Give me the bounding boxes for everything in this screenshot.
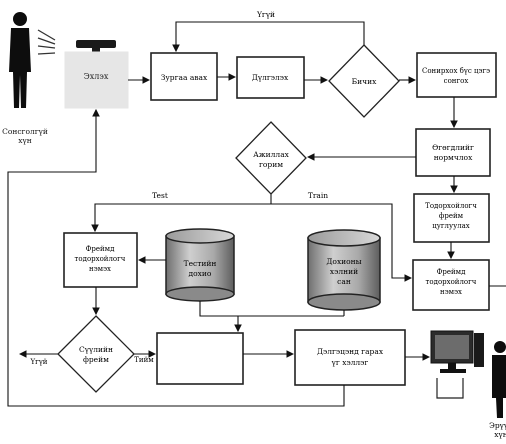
sign-db-line2: хэлний — [330, 267, 358, 276]
add-frame-features-left-box — [63, 232, 138, 288]
kinect-sensor-icon — [76, 40, 116, 52]
last-frame-line2: фрейм — [83, 355, 109, 364]
sign-db-line3: сан — [337, 277, 351, 286]
select-object-label-line2: сонгох — [444, 77, 469, 85]
test-db-line2: дохио — [189, 269, 212, 278]
edge-label-yes: Тийм — [134, 356, 154, 364]
add-frame-left-line2: тодорхойлогч — [75, 255, 126, 263]
label-healthy-person-line2: хүн — [494, 430, 506, 439]
empty-process-box — [156, 332, 244, 385]
label-healthy-person-line1: Эрүүл — [489, 421, 506, 430]
test-db-line1: Тестийн — [184, 259, 217, 268]
edge-label-train: Train — [308, 191, 328, 200]
filter-box — [236, 56, 305, 99]
edge-label-no-left: Үгүй — [30, 358, 48, 366]
label-deaf-person-line2: хүн — [18, 136, 31, 145]
select-object-box — [416, 52, 497, 98]
work-mode-line1: Ажиллах — [253, 150, 290, 159]
sign-db-line1: Дохионы — [326, 257, 361, 266]
add-frame-left-line1: Фреймд — [86, 245, 116, 253]
normalize-label-line2: нормчлох — [434, 153, 473, 162]
capture-image-label: Зургаа авах — [161, 73, 208, 82]
work-mode-line2: горим — [259, 160, 283, 169]
connectors — [7, 21, 506, 407]
normalize-label-line1: Өгөгдлийг — [432, 143, 474, 152]
add-frame-right-line2: тодорхойлогч — [426, 278, 477, 286]
screen-output-line2: үг хэллэг — [331, 358, 369, 367]
start-label: Эхлэх — [84, 72, 109, 81]
computer-monitor-icon — [430, 330, 484, 399]
edge-label-no-top: Үгүй — [256, 10, 275, 19]
screen-output-box — [294, 329, 406, 386]
add-frame-left-line3: нэмэх — [89, 265, 111, 273]
normalize-data-box — [415, 128, 491, 177]
deaf-person-figure — [9, 12, 31, 108]
signal-lines-icon — [37, 29, 56, 55]
extract-features-line3: цуглуулах — [432, 222, 470, 230]
add-frame-right-line3: нэмэх — [440, 288, 462, 296]
add-frame-features-right-box — [412, 259, 490, 311]
extract-features-line2: фрейм — [439, 212, 464, 220]
write-decision-diamond — [328, 44, 400, 118]
last-frame-line1: Сүүлийн — [79, 345, 113, 354]
label-deaf-person-line1: Сонсголгүй — [2, 127, 48, 136]
start-box — [64, 51, 129, 109]
extract-features-line1: Тодорхойлогч — [425, 202, 477, 210]
screen-output-line1: Дэлгэцэнд гарах — [317, 347, 384, 356]
add-frame-right-line1: Фреймд — [437, 268, 467, 276]
sign-language-database — [307, 229, 381, 311]
write-decision-label: Бичих — [352, 77, 377, 86]
filter-label: Дүлгэлэх — [252, 73, 289, 82]
healthy-person-figure — [492, 341, 506, 418]
select-object-label-line1: Сонирхох бүс цэгэ — [422, 67, 490, 75]
edge-label-test: Test — [152, 191, 168, 200]
last-frame-diamond — [57, 315, 135, 393]
